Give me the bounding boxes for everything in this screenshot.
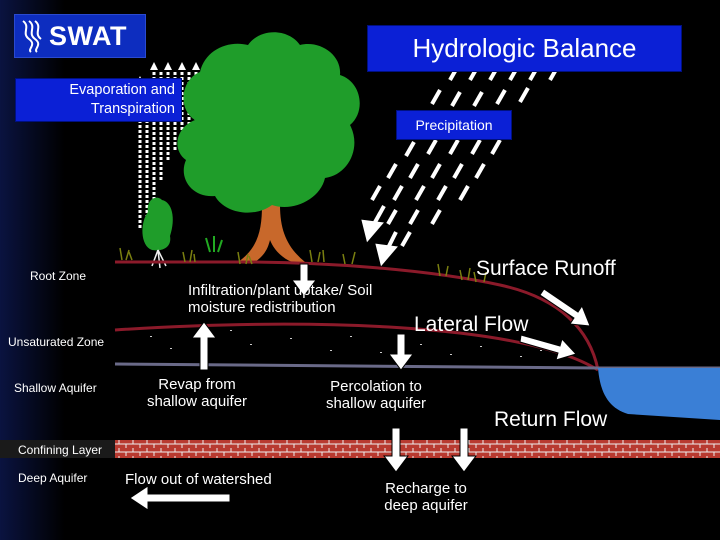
flow-out-arrow (129, 485, 231, 511)
precipitation-label: Precipitation (415, 117, 493, 133)
percolation-arrow (388, 333, 414, 371)
percolation-label-line1: Percolation to (330, 378, 422, 395)
revap-label: Revap from shallow aquifer (137, 376, 257, 411)
percolation-label: Percolation to shallow aquifer (314, 378, 438, 413)
shallow-aquifer-label: Shallow Aquifer (14, 381, 97, 395)
recharge-arrows (383, 427, 477, 473)
shrub-roots (151, 249, 167, 269)
rain-arrows (361, 205, 398, 267)
page-title: Hydrologic Balance (412, 33, 637, 63)
unsaturated-zone-label: Unsaturated Zone (8, 335, 105, 349)
green-sprouts (205, 236, 223, 253)
infiltration-label-line1: Infiltration/plant uptake/ Soil (188, 282, 373, 299)
recharge-label-line1: Recharge to (385, 480, 467, 497)
flow-out-label: Flow out of watershed (125, 471, 272, 488)
confining-layer-label: Confining Layer (18, 443, 103, 457)
evaporation-label-line1: Evaporation and (69, 82, 175, 98)
infiltration-arrow (291, 263, 317, 297)
revap-label-line2: shallow aquifer (146, 393, 248, 411)
percolation-label-line2: shallow aquifer (325, 395, 427, 413)
small-shrub (142, 197, 173, 251)
lateral-flow-arrow (519, 334, 577, 361)
evaporation-label-box: Evaporation and Transpiration (15, 78, 182, 122)
infiltration-label-line2: moisture redistribution (188, 299, 336, 317)
tree (177, 32, 360, 262)
infiltration-label: Infiltration/plant uptake/ Soil moisture… (188, 282, 372, 317)
revap-arrow (191, 321, 217, 371)
title-box: Hydrologic Balance (367, 25, 682, 72)
swat-logo-text: SWAT (49, 20, 127, 51)
recharge-label: Recharge to deep aquifer (372, 480, 480, 515)
evaporation-label-line2: Transpiration (90, 101, 175, 117)
surface-runoff-arrow (539, 288, 591, 327)
return-flow-label: Return Flow (494, 408, 608, 431)
recharge-label-line2: deep aquifer (384, 497, 468, 515)
river-water (598, 368, 720, 420)
grass (119, 247, 487, 283)
lateral-flow-label: Lateral Flow (414, 313, 529, 336)
swat-logo: SWAT (14, 14, 146, 58)
revap-label-line1: Revap from (158, 376, 236, 393)
confining-layer (115, 440, 720, 458)
precipitation-label-box: Precipitation (396, 110, 512, 140)
surface-runoff-label: Surface Runoff (476, 257, 616, 280)
confining-left-dark (0, 440, 115, 458)
swat-wave-icon (22, 20, 42, 53)
root-zone-label: Root Zone (30, 269, 87, 283)
precipitation-rain (370, 65, 560, 247)
ground-surface (115, 260, 600, 371)
deep-aquifer-label: Deep Aquifer (18, 471, 88, 485)
